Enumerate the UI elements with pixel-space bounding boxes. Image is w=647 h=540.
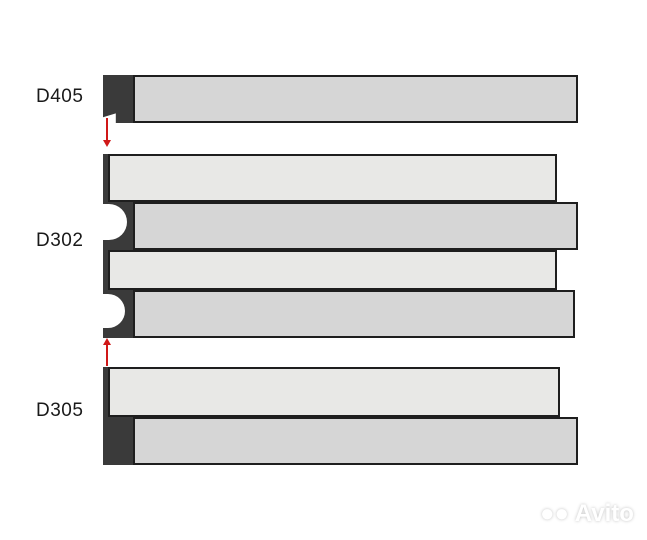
profile-label-d302: D302 <box>36 230 84 251</box>
d405-profile-edge <box>103 75 135 123</box>
avito-dots-icon: ●● <box>540 500 569 527</box>
profile-label-d405: D405 <box>36 86 84 107</box>
d305-panel-2 <box>133 417 578 465</box>
d305-panel-1 <box>108 367 560 417</box>
d302-groove-lower <box>103 294 125 328</box>
arrow-up-icon <box>106 344 108 366</box>
d302-panel-4 <box>133 290 575 338</box>
arrow-up-head-icon <box>103 338 111 345</box>
arrow-down-head-icon <box>103 140 111 147</box>
d302-panel-1 <box>108 154 557 202</box>
profile-label-d305: D305 <box>36 400 84 421</box>
avito-watermark: ●● Avito <box>540 500 634 527</box>
d405-panel <box>133 75 578 123</box>
arrow-down-icon <box>106 118 108 142</box>
d302-panel-3 <box>108 250 557 290</box>
d302-panel-2 <box>133 202 578 250</box>
